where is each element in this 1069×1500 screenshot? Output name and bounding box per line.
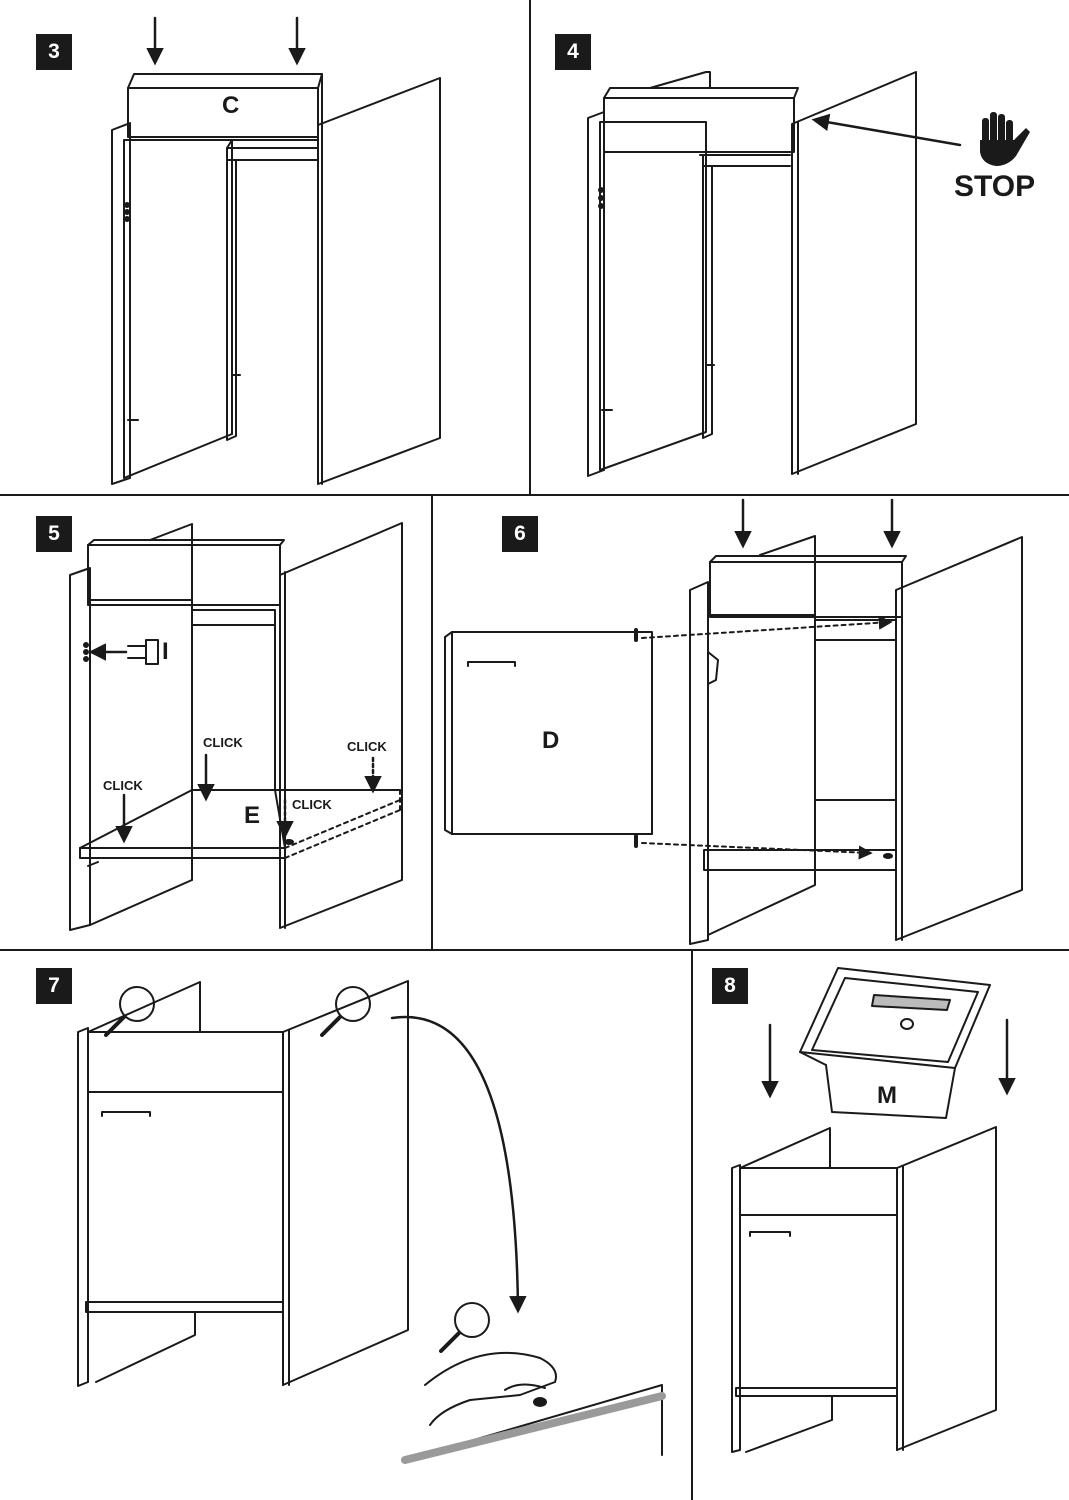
part-label-d: D bbox=[542, 727, 560, 754]
step-number-badge: 8 bbox=[712, 968, 748, 1004]
click-label: CLICK bbox=[103, 778, 143, 793]
step-6-illustration bbox=[444, 498, 1023, 945]
sink-basin-icon bbox=[799, 967, 991, 1119]
dowel-connector-icon bbox=[127, 639, 159, 665]
step-number-badge: 4 bbox=[555, 34, 591, 70]
part-label-c: C bbox=[222, 92, 240, 119]
part-label-m: M bbox=[877, 1082, 897, 1109]
step-7-illustration bbox=[77, 980, 666, 1464]
part-label-e: E bbox=[244, 802, 261, 829]
stop-label: STOP bbox=[954, 170, 1036, 203]
cleaning-hand-icon bbox=[401, 1351, 666, 1464]
step-5-illustration bbox=[69, 522, 403, 931]
step-3-illustration bbox=[111, 16, 441, 485]
part-label-i: I bbox=[162, 638, 169, 665]
magnifier-icon bbox=[439, 1302, 490, 1353]
step-number-badge: 6 bbox=[502, 516, 538, 552]
step-number-badge: 7 bbox=[36, 968, 72, 1004]
click-label: CLICK bbox=[203, 735, 243, 750]
step-8-illustration bbox=[731, 967, 1016, 1453]
step-number-badge: 3 bbox=[36, 34, 72, 70]
magnifier-icon bbox=[320, 986, 371, 1037]
step-number-badge: 5 bbox=[36, 516, 72, 552]
magnifier-icon bbox=[104, 986, 155, 1037]
click-label: CLICK bbox=[347, 739, 387, 754]
hand-stop-icon bbox=[980, 112, 1030, 166]
click-label: CLICK bbox=[292, 797, 332, 812]
step-4-illustration bbox=[587, 71, 1030, 477]
